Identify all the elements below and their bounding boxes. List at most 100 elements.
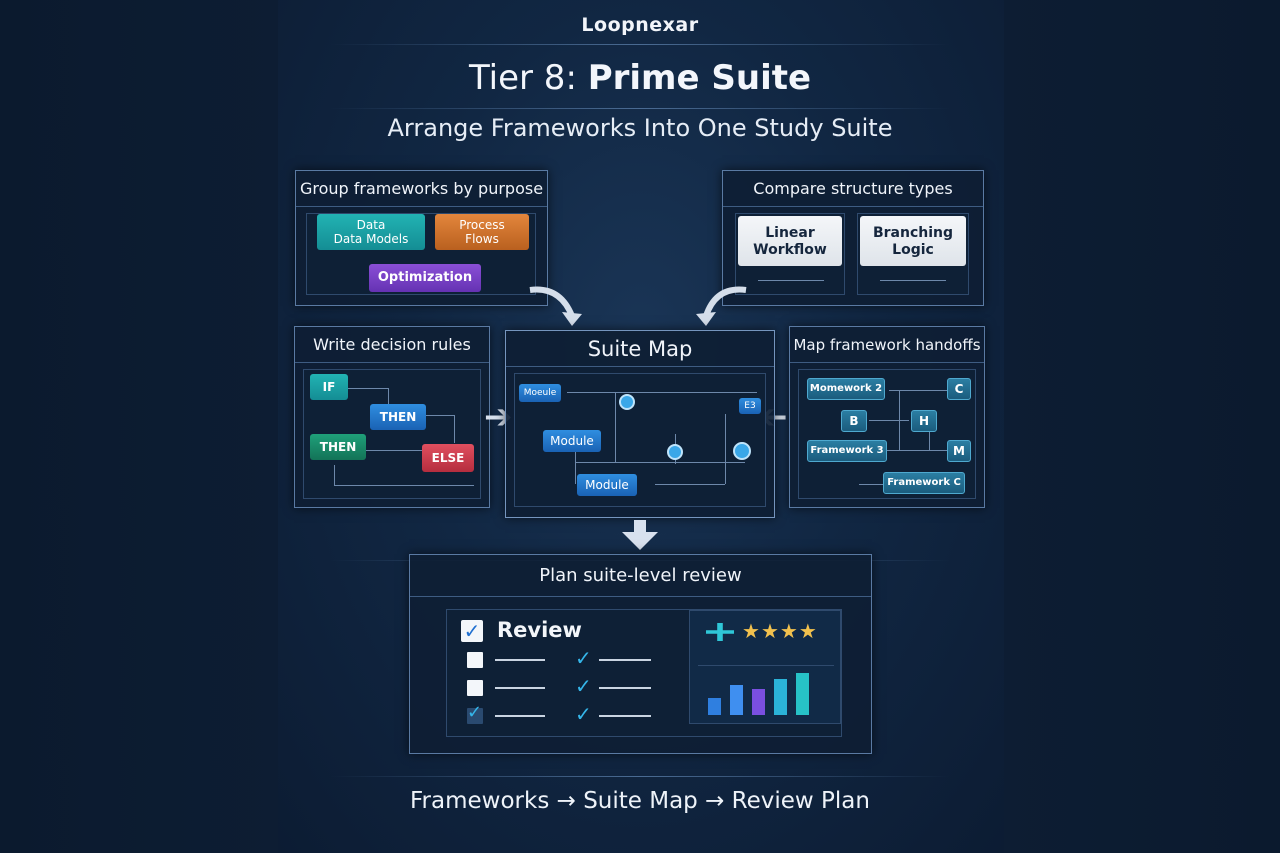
title-prefix: Tier 8:	[468, 58, 588, 98]
card-line: Logic	[892, 242, 934, 258]
node-icon	[733, 442, 751, 460]
connector-line	[454, 415, 455, 443]
flow-summary: Frameworks → Suite Map → Review Plan	[410, 788, 870, 814]
panel-heading: Write decision rules	[295, 327, 489, 363]
review-bar	[730, 685, 743, 715]
then-chip[interactable]: THEN	[370, 404, 426, 430]
converge-arrows	[529, 286, 747, 326]
connector-line	[879, 450, 949, 451]
chip-line: Data	[356, 218, 386, 232]
connector-line	[725, 414, 726, 484]
end-node-chip[interactable]: E3	[739, 398, 761, 414]
panel-suite-map: Suite Map Moeule Module Module E3	[505, 330, 775, 518]
arrow-down-icon	[622, 520, 658, 550]
page-title: Tier 8: Prime Suite	[0, 58, 1280, 98]
arrow-curve-left	[529, 286, 575, 318]
checkbox-icon[interactable]	[467, 708, 483, 724]
connector-line	[364, 450, 422, 451]
connector-line	[575, 444, 576, 484]
else-chip[interactable]: ELSE	[422, 444, 474, 472]
star-icon: ★	[760, 619, 780, 643]
star-icon: ★	[798, 619, 818, 643]
node-icon	[619, 394, 635, 410]
review-bar	[796, 673, 809, 715]
checkmark-icon: ✓	[575, 646, 592, 670]
data-models-chip[interactable]: Data Data Models	[317, 214, 425, 250]
panel-heading: Plan suite-level review	[410, 555, 871, 597]
module-chip[interactable]: Module	[543, 430, 601, 452]
checklist-line	[599, 659, 651, 661]
optimization-chip[interactable]: Optimization	[369, 264, 481, 292]
arrow-head	[622, 532, 658, 550]
connector-line	[929, 420, 930, 450]
title-strong: Prime Suite	[587, 58, 812, 98]
branching-logic-frame: Branching Logic	[857, 213, 969, 295]
checklist-line	[495, 715, 545, 717]
review-bar	[708, 698, 721, 715]
checkbox-icon[interactable]	[467, 652, 483, 668]
arrowhead-left	[562, 312, 582, 326]
chip-line: Process	[459, 218, 505, 232]
branching-logic-card[interactable]: Branching Logic	[860, 216, 966, 266]
connector-line	[615, 392, 616, 462]
puzzle-icon	[706, 623, 734, 641]
checklist-line	[495, 659, 545, 661]
checklist-line	[495, 687, 545, 689]
connector-line	[334, 485, 474, 486]
checkbox-icon[interactable]	[467, 680, 483, 696]
if-chip[interactable]: IF	[310, 374, 348, 400]
m-chip[interactable]: M	[947, 440, 971, 462]
review-bar	[774, 679, 787, 715]
process-flows-chip[interactable]: Process Flows	[435, 214, 529, 250]
module-chip[interactable]: Moeule	[519, 384, 561, 402]
momework-2-chip[interactable]: Momework 2	[807, 378, 885, 400]
divider	[330, 108, 950, 109]
connector-line	[889, 390, 949, 391]
checkmark-icon: ✓	[575, 702, 592, 726]
b-chip[interactable]: B	[841, 410, 867, 432]
suite-map-canvas: Moeule Module Module E3	[514, 373, 766, 507]
divider	[330, 776, 950, 777]
c-chip[interactable]: C	[947, 378, 971, 400]
connector-line	[758, 280, 824, 281]
rules-canvas: IF THEN THEN ELSE	[303, 369, 481, 499]
arrow-curve-right	[703, 286, 747, 318]
panel-decision-rules: Write decision rules IF THEN THEN ELSE	[294, 326, 490, 508]
panel-heading: Compare structure types	[723, 171, 983, 207]
connector-line	[344, 388, 388, 389]
node-icon	[667, 444, 683, 460]
panel-heading: Group frameworks by purpose	[296, 171, 547, 207]
divider	[330, 44, 950, 45]
connector-line	[655, 484, 725, 485]
card-line: Workflow	[753, 242, 827, 258]
checklist-line	[599, 715, 651, 717]
rating-stars: ★★★★	[742, 619, 818, 643]
card-line: Branching	[872, 225, 954, 241]
connector-line	[575, 462, 745, 463]
arrowhead-right	[696, 312, 716, 326]
then-chip[interactable]: THEN	[310, 434, 366, 460]
right-backdrop	[1002, 0, 1280, 853]
framework-c-chip[interactable]: Framework C	[883, 472, 965, 494]
module-chip[interactable]: Module	[577, 474, 637, 496]
card-line: Linear	[765, 225, 815, 241]
chip-line: Flows	[465, 232, 499, 246]
framework-3-chip[interactable]: Framework 3	[807, 440, 887, 462]
connector-line	[869, 420, 909, 421]
panel-heading: Map framework handoffs	[790, 327, 984, 363]
connector-line	[388, 388, 389, 404]
page-subtitle: Arrange Frameworks Into One Study Suite	[387, 114, 893, 142]
review-board: ✓ Review ✓ ✓ ✓ ✓ ★★★★	[446, 609, 842, 737]
panel-group-frameworks: Group frameworks by purpose Data Data Mo…	[295, 170, 548, 306]
panel-heading: Suite Map	[506, 331, 774, 367]
review-bar-chart	[708, 667, 828, 715]
connector-line	[424, 415, 454, 416]
panel-compare-structures: Compare structure types Linear Workflow …	[722, 170, 984, 306]
h-chip[interactable]: H	[911, 410, 937, 432]
connector-line	[567, 392, 757, 393]
linear-workflow-card[interactable]: Linear Workflow	[738, 216, 842, 266]
checked-box-icon[interactable]: ✓	[461, 620, 483, 642]
handoffs-canvas: Momework 2 C B H Framework 3 M Framework…	[798, 369, 976, 499]
connector-line	[880, 280, 946, 281]
checklist-line	[599, 687, 651, 689]
